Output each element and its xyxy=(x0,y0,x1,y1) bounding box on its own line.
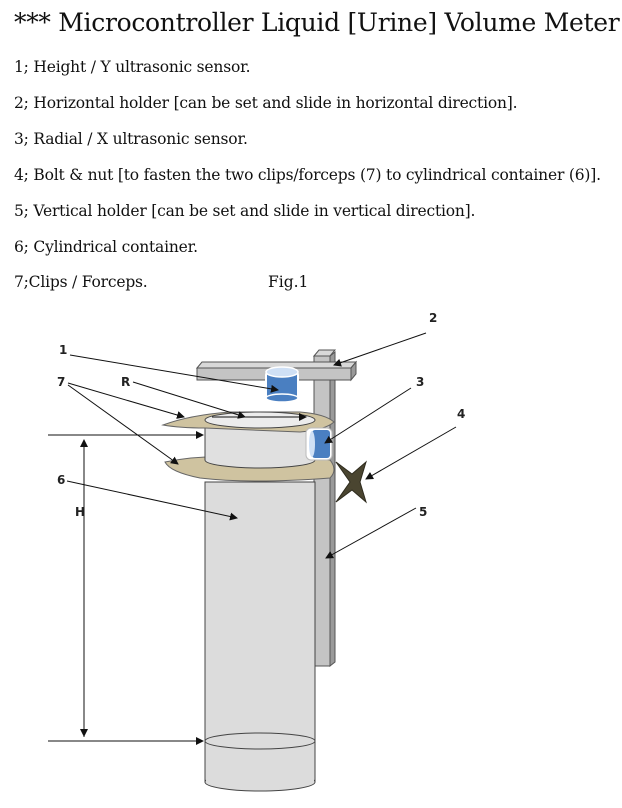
label-5: 5 xyxy=(419,505,427,519)
legend-item-3: 3; Radial / X ultrasonic sensor. xyxy=(14,130,248,148)
label-4: 4 xyxy=(457,407,465,421)
label-2: 2 xyxy=(429,311,437,325)
label-3: 3 xyxy=(416,375,424,389)
legend-item-1: 1; Height / Y ultrasonic sensor. xyxy=(14,58,251,76)
legend-item-4: 4; Bolt & nut [to fasten the two clips/f… xyxy=(14,166,601,184)
legend-item-6: 6; Cylindrical container. xyxy=(14,238,198,256)
vertical-holder xyxy=(312,349,337,668)
height-sensor xyxy=(265,366,299,403)
upper-cylinder-top xyxy=(204,411,316,429)
legend-item-5: 5; Vertical holder [can be set and slide… xyxy=(14,202,476,220)
cylindrical-container xyxy=(204,481,316,792)
upper-cylinder xyxy=(204,424,316,469)
label-1: 1 xyxy=(59,343,67,357)
page-title: *** Microcontroller Liquid [Urine] Volum… xyxy=(14,8,620,37)
legend-item-2: 2; Horizontal holder [can be set and sli… xyxy=(14,94,518,112)
label-7: 7 xyxy=(57,375,65,389)
legend-item-7: 7;Clips / Forceps. xyxy=(14,273,148,291)
bolt-nut xyxy=(335,460,367,504)
leader-lines xyxy=(66,332,457,559)
figure-caption: Fig.1 xyxy=(268,273,309,291)
height-dimension xyxy=(48,431,204,745)
label-6: 6 xyxy=(57,473,65,487)
label-radius: R xyxy=(121,375,130,389)
label-height: H xyxy=(75,505,85,519)
radial-sensor xyxy=(305,427,333,461)
